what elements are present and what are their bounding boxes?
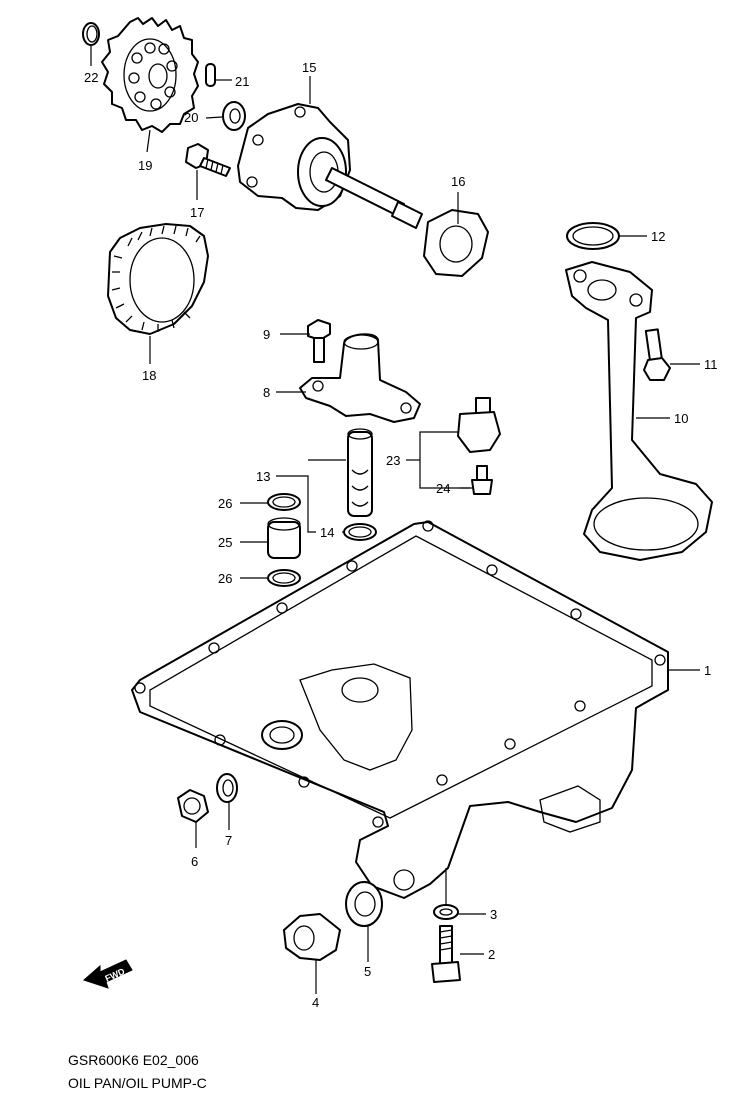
part-9-bolt[interactable] (307, 319, 331, 363)
part-6-plug[interactable] (177, 789, 209, 823)
callout-8: 8 (263, 385, 270, 400)
part-24-screw[interactable] (471, 465, 493, 495)
callout-4: 4 (312, 995, 319, 1010)
part-1-oil-pan[interactable] (131, 520, 669, 899)
callout-18: 18 (142, 368, 156, 383)
callout-11: 11 (704, 357, 718, 372)
leader-lines (90, 46, 700, 994)
part-14-o-ring[interactable] (343, 523, 377, 541)
callout-19: 19 (138, 158, 152, 173)
callout-17: 17 (190, 205, 204, 220)
callout-7: 7 (225, 833, 232, 848)
part-15-oil-pump[interactable] (237, 103, 423, 229)
callout-5: 5 (364, 964, 371, 979)
part-5-gasket[interactable] (345, 881, 383, 927)
part-23-oil-pressure-switch[interactable] (457, 397, 501, 453)
callout-20: 20 (184, 110, 198, 125)
callout-15: 15 (302, 60, 316, 75)
part-11-bolt[interactable] (643, 328, 671, 381)
callout-3: 3 (490, 907, 497, 922)
callout-22: 22 (84, 70, 98, 85)
part-18-ring-gear[interactable] (107, 223, 209, 335)
model-code: GSR600K6 E02_006 (68, 1052, 199, 1068)
fwd-arrow-icon: FWD (83, 959, 133, 989)
part-12-o-ring[interactable] (566, 222, 620, 250)
callout-2: 2 (488, 947, 495, 962)
part-26-o-ring-lower[interactable] (267, 569, 301, 587)
callout-25: 25 (218, 535, 232, 550)
part-13-pipe[interactable] (347, 428, 373, 517)
callout-14: 14 (320, 525, 334, 540)
callout-1: 1 (704, 663, 711, 678)
callout-24: 24 (436, 481, 450, 496)
part-20-washer[interactable] (222, 101, 246, 131)
part-7-gasket[interactable] (216, 773, 238, 803)
part-22-circlip[interactable] (82, 22, 100, 46)
callout-23: 23 (386, 453, 400, 468)
part-19-driven-gear[interactable] (101, 17, 199, 133)
part-8-strainer[interactable] (299, 333, 421, 423)
callout-16: 16 (451, 174, 465, 189)
part-16-gasket[interactable] (423, 209, 489, 277)
callout-9: 9 (263, 327, 270, 342)
part-4-drain-plug[interactable] (283, 913, 341, 961)
part-26-o-ring-upper[interactable] (267, 493, 301, 511)
part-10-pipe[interactable] (565, 261, 713, 561)
part-21-pin[interactable] (205, 63, 216, 87)
callout-26-lower: 26 (218, 571, 232, 586)
part-3-washer[interactable] (433, 904, 459, 920)
diagram-title: OIL PAN/OIL PUMP-C (68, 1075, 207, 1091)
callout-21: 21 (235, 74, 249, 89)
part-25-pipe[interactable] (267, 517, 301, 559)
callout-26-upper: 26 (218, 496, 232, 511)
part-17-bolt[interactable] (185, 143, 231, 177)
callout-13: 13 (256, 469, 270, 484)
callouts: 22 19 21 20 17 15 16 18 12 9 11 8 10 23 … (84, 60, 718, 1010)
callout-6: 6 (191, 854, 198, 869)
part-2-bolt[interactable] (431, 925, 461, 983)
callout-12: 12 (651, 229, 665, 244)
callout-10: 10 (674, 411, 688, 426)
